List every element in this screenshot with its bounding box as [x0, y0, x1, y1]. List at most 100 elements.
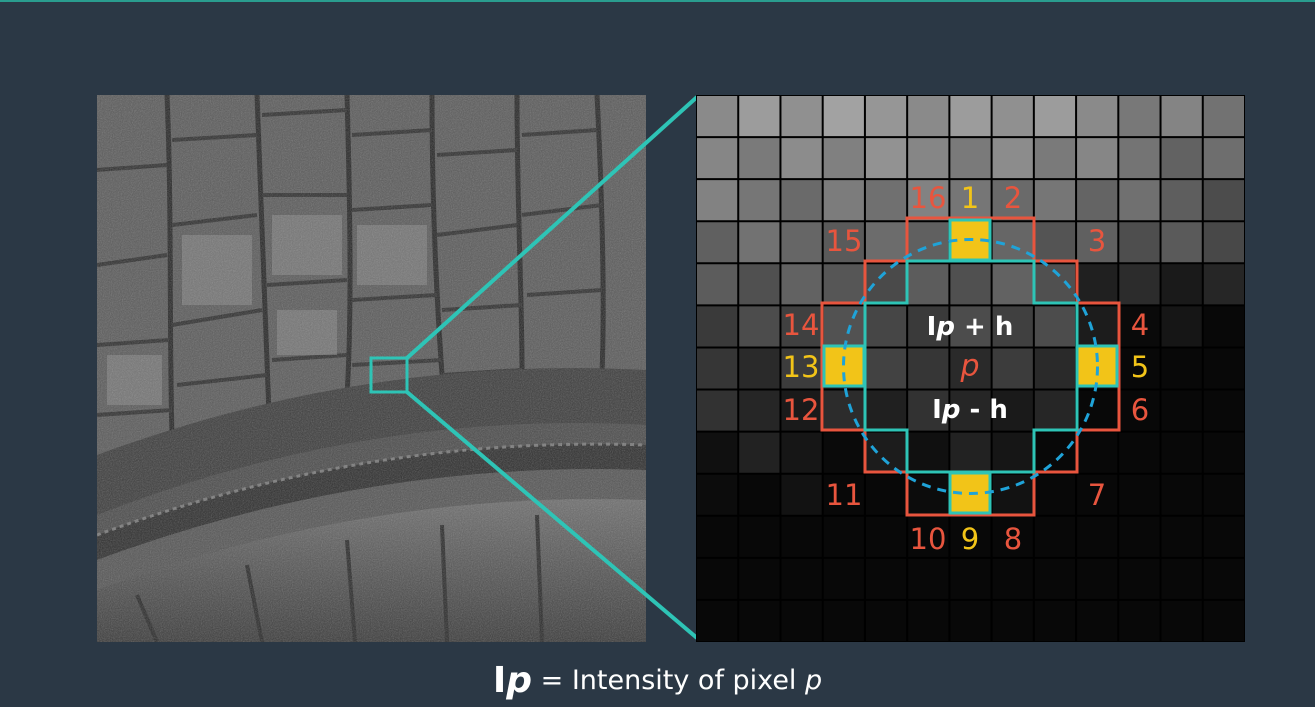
label-15: 15 [826, 224, 863, 258]
pixel-cell [738, 557, 781, 600]
pixel-cell [1202, 347, 1245, 390]
pixel-cell [1202, 515, 1245, 558]
pixel-cell [1160, 179, 1203, 222]
pixel-cell [991, 389, 1034, 432]
pixel-cell [949, 431, 992, 474]
pixel-cell [991, 599, 1034, 642]
pixel-cell [780, 221, 823, 264]
circle-pixel-outline [820, 216, 1121, 517]
pixel-cell [1202, 305, 1245, 348]
pixel-cell [864, 473, 908, 516]
pixel-cell [1076, 389, 1119, 432]
pixel-cell [907, 263, 950, 306]
pixel-cell [949, 515, 992, 558]
pixel-cell [991, 305, 1034, 348]
pixel-cell [696, 263, 739, 306]
pixel-cell [780, 473, 823, 516]
label-11: 11 [826, 478, 863, 512]
label-5: 5 [1131, 350, 1149, 384]
pixel-cell [1118, 431, 1161, 474]
pixel-cell [1160, 95, 1203, 138]
pixel-cell [949, 137, 992, 180]
pixel-cell [1160, 263, 1203, 306]
pixel-cell [696, 431, 739, 474]
pixel-cell [949, 305, 992, 348]
pixel-cell [1160, 221, 1203, 264]
pixel-cell [780, 515, 823, 558]
pixel-cells [696, 95, 1245, 642]
pixel-cell [1118, 473, 1161, 516]
pixel-cell [738, 305, 781, 348]
pixel-cell [949, 263, 992, 306]
pixel-cell [864, 305, 908, 348]
pixel-cell [738, 431, 781, 474]
pixel-cell [822, 515, 865, 558]
pixel-cell [1160, 389, 1203, 432]
pixel-cell [822, 95, 865, 138]
pixel-cell [696, 221, 739, 264]
pixel-cell [696, 557, 739, 600]
label-10: 10 [910, 522, 947, 556]
pixel-cell [864, 263, 908, 306]
label-3: 3 [1088, 224, 1106, 258]
pixel-cell [1033, 137, 1077, 180]
pixel-cell [696, 347, 739, 390]
pixel-cell [864, 557, 908, 600]
center-pixel-label: p [959, 349, 979, 384]
pixel-cell [738, 347, 781, 390]
pixel-cell [1160, 431, 1203, 474]
pixel-cell [991, 179, 1034, 222]
pixel-cell [780, 599, 823, 642]
label-14: 14 [783, 308, 820, 342]
pixel-cell [991, 347, 1034, 390]
pixel-cell [907, 221, 950, 264]
pixel-cell [822, 305, 865, 348]
pixel-cell [949, 599, 992, 642]
pixel-cell [864, 515, 908, 558]
pixel-cell [1118, 347, 1161, 390]
label-9: 9 [961, 522, 979, 556]
pixel-cell [1033, 221, 1077, 264]
pixel-cell [949, 557, 992, 600]
pixel-cell [1118, 389, 1161, 432]
bresenham-circle [842, 238, 1099, 495]
pixel-cell [907, 557, 950, 600]
pixel-cell [780, 305, 823, 348]
pixel-cell [1160, 473, 1203, 516]
label-1: 1 [961, 181, 979, 215]
pixel-cell [1118, 179, 1161, 222]
pixel-cell [1076, 515, 1119, 558]
key-pixel-5 [1075, 344, 1119, 388]
caption-text: = Intensity of pixel p [532, 665, 823, 696]
pixel-cell [991, 95, 1034, 138]
pixel-cell [1033, 599, 1077, 642]
pixel-cell [780, 431, 823, 474]
pixel-cell [907, 389, 950, 432]
pixel-cell [1033, 515, 1077, 558]
pixel-cell [1076, 179, 1119, 222]
pixel-cell [1202, 473, 1245, 516]
pixel-cell [864, 389, 908, 432]
pixel-cell [907, 515, 950, 558]
stone-arch-image [97, 95, 646, 642]
threshold-upper-label: Ip + h [927, 312, 1014, 342]
pixel-cell [738, 473, 781, 516]
pixel-cell [780, 263, 823, 306]
pixel-cell [864, 95, 908, 138]
pixel-cell [1160, 557, 1203, 600]
pixel-cell [780, 389, 823, 432]
pixel-cell [822, 263, 865, 306]
label-13: 13 [783, 350, 820, 384]
grid-lines [696, 95, 1245, 642]
pixel-cell [991, 557, 1034, 600]
pixel-cell [738, 221, 781, 264]
pixel-cell [1033, 347, 1077, 390]
pixel-cell [1033, 95, 1077, 138]
pixel-cell [1202, 389, 1245, 432]
pixel-cell [822, 431, 865, 474]
pixel-cell [949, 95, 992, 138]
pixel-cell [696, 389, 739, 432]
pixel-cell [1160, 347, 1203, 390]
pixel-cell [1160, 305, 1203, 348]
pixel-cell [1160, 599, 1203, 642]
